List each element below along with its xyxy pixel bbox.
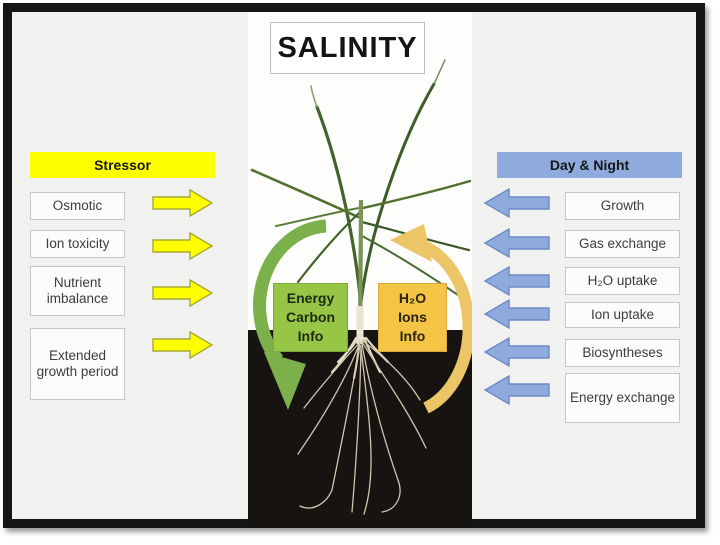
green-down-flow-arrow-icon — [253, 219, 327, 410]
energy-box-line: Energy — [286, 289, 335, 306]
stressor-header: Stressor — [30, 152, 215, 178]
stressor-item-label: Nutrient imbalance — [46, 274, 109, 306]
water-box-line: Info — [399, 328, 426, 345]
stressor-header-label: Stressor — [94, 157, 151, 173]
stressor-item-label: Osmotic — [52, 197, 103, 213]
process-item-ion-uptake: Ion uptake — [565, 302, 680, 328]
process-item-label: Gas exchange — [578, 235, 667, 251]
plant-photo-strip — [248, 12, 472, 528]
grass-leaves — [250, 59, 472, 309]
plant-illustration — [250, 59, 472, 515]
water-box-line: H₂O — [398, 289, 427, 306]
page-title: SALINITY — [277, 31, 418, 64]
blue-left-arrow-icon — [483, 188, 550, 218]
day-night-header: Day & Night — [497, 152, 682, 178]
process-item-gas-exchange: Gas exchange — [565, 230, 680, 258]
yellow-right-arrow-icon — [152, 232, 214, 260]
day-night-header-label: Day & Night — [549, 157, 630, 173]
process-item-label: Biosyntheses — [582, 344, 663, 360]
energy-carbon-info-box: Energy Carbon Info — [273, 283, 348, 352]
process-item-label: H₂O uptake — [587, 272, 658, 288]
process-item-label: Ion uptake — [590, 306, 655, 322]
process-item-biosyntheses: Biosyntheses — [565, 339, 680, 367]
energy-box-line: Info — [297, 328, 324, 345]
stressor-item-nutrient-imbalance: Nutrient imbalance — [30, 266, 125, 316]
h2o-ions-info-box: H₂O Ions Info — [378, 283, 447, 352]
process-item-h2o-uptake: H₂O uptake — [565, 267, 680, 295]
stressor-item-label: Extended growth period — [36, 347, 119, 379]
blue-left-arrow-icon — [483, 299, 550, 329]
stressor-item-osmotic: Osmotic — [30, 192, 125, 220]
blue-left-arrow-icon — [483, 337, 550, 367]
stressor-item-extended-growth-period: Extended growth period — [30, 328, 125, 400]
yellow-right-arrow-icon — [152, 189, 214, 217]
process-item-growth: Growth — [565, 192, 680, 220]
yellow-right-arrow-icon — [152, 331, 214, 359]
blue-left-arrow-icon — [483, 375, 550, 405]
roots — [297, 340, 427, 515]
water-box-line: Ions — [398, 308, 427, 325]
title-box: SALINITY — [270, 22, 425, 74]
blue-left-arrow-icon — [483, 228, 550, 258]
stressor-item-label: Ion toxicity — [45, 235, 110, 251]
process-item-label: Growth — [600, 197, 645, 213]
blue-left-arrow-icon — [483, 266, 550, 296]
amber-up-flow-arrow-icon — [390, 224, 472, 414]
energy-box-line: Carbon — [286, 308, 335, 325]
stressor-item-ion-toxicity: Ion toxicity — [30, 230, 125, 258]
process-item-label: Energy exchange — [569, 389, 676, 405]
yellow-right-arrow-icon — [152, 279, 214, 307]
process-item-energy-exchange: Energy exchange — [565, 373, 680, 423]
